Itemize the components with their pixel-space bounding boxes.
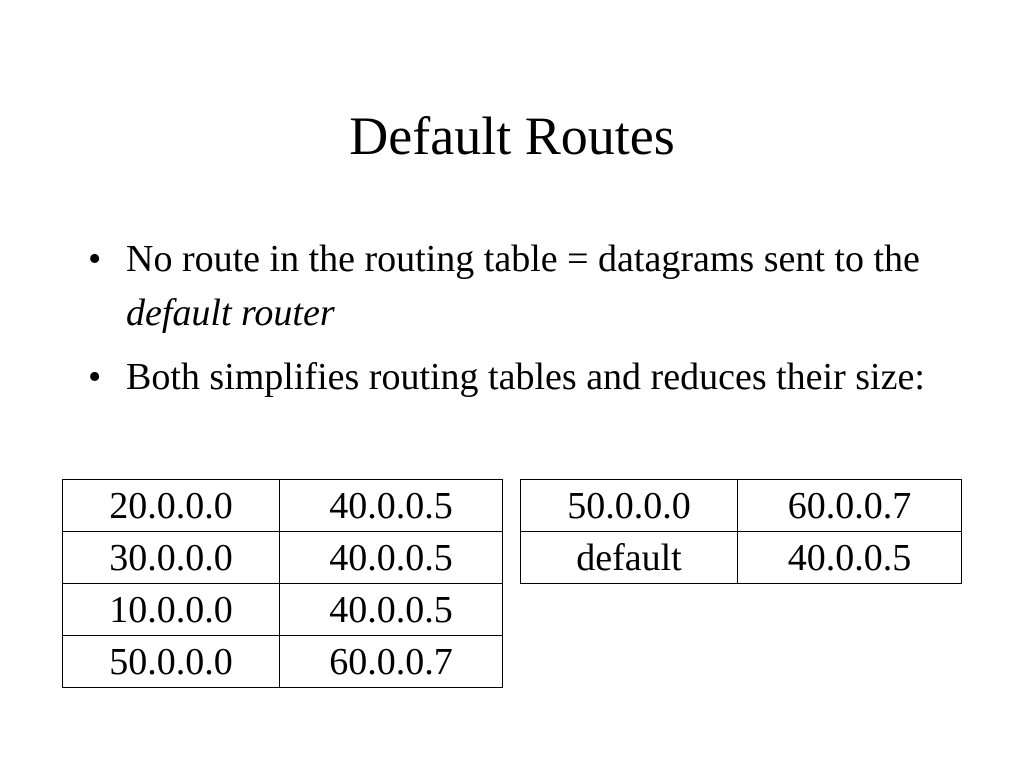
routing-table-full: 20.0.0.0 40.0.0.5 30.0.0.0 40.0.0.5 10.0… xyxy=(62,479,503,688)
routing-table-default: 50.0.0.0 60.0.0.7 default 40.0.0.5 xyxy=(520,479,962,584)
table-cell-next-hop: 40.0.0.5 xyxy=(737,531,962,584)
table-cell-destination: 20.0.0.0 xyxy=(62,479,280,532)
bullet-list: • No route in the routing table = datagr… xyxy=(88,232,928,414)
table-cell-destination: default xyxy=(520,531,738,584)
table-cell-next-hop: 40.0.0.5 xyxy=(279,479,503,532)
table-cell-destination: 50.0.0.0 xyxy=(62,635,280,688)
bullet-text: No route in the routing table = datagram… xyxy=(126,238,920,280)
slide-title: Default Routes xyxy=(349,106,675,166)
table-cell-next-hop: 40.0.0.5 xyxy=(279,583,503,636)
bullet-item-default-router: • No route in the routing table = datagr… xyxy=(88,232,928,340)
table-cell-destination: 30.0.0.0 xyxy=(62,531,280,584)
table-row: 50.0.0.0 60.0.0.7 xyxy=(520,479,962,532)
table-cell-next-hop: 40.0.0.5 xyxy=(279,531,503,584)
table-cell-next-hop: 60.0.0.7 xyxy=(737,479,962,532)
bullet-icon: • xyxy=(88,356,102,398)
table-row: 10.0.0.0 40.0.0.5 xyxy=(62,583,503,636)
table-row: default 40.0.0.5 xyxy=(520,531,962,584)
bullet-italic-text: default router xyxy=(126,292,335,334)
table-row: 30.0.0.0 40.0.0.5 xyxy=(62,531,503,584)
table-row: 50.0.0.0 60.0.0.7 xyxy=(62,635,503,688)
table-cell-next-hop: 60.0.0.7 xyxy=(279,635,503,688)
table-cell-destination: 50.0.0.0 xyxy=(520,479,738,532)
table-row: 20.0.0.0 40.0.0.5 xyxy=(62,479,503,532)
bullet-text: Both simplifies routing tables and reduc… xyxy=(126,356,925,398)
bullet-icon: • xyxy=(88,238,102,280)
table-cell-destination: 10.0.0.0 xyxy=(62,583,280,636)
bullet-item-simplifies: • Both simplifies routing tables and red… xyxy=(88,350,928,404)
